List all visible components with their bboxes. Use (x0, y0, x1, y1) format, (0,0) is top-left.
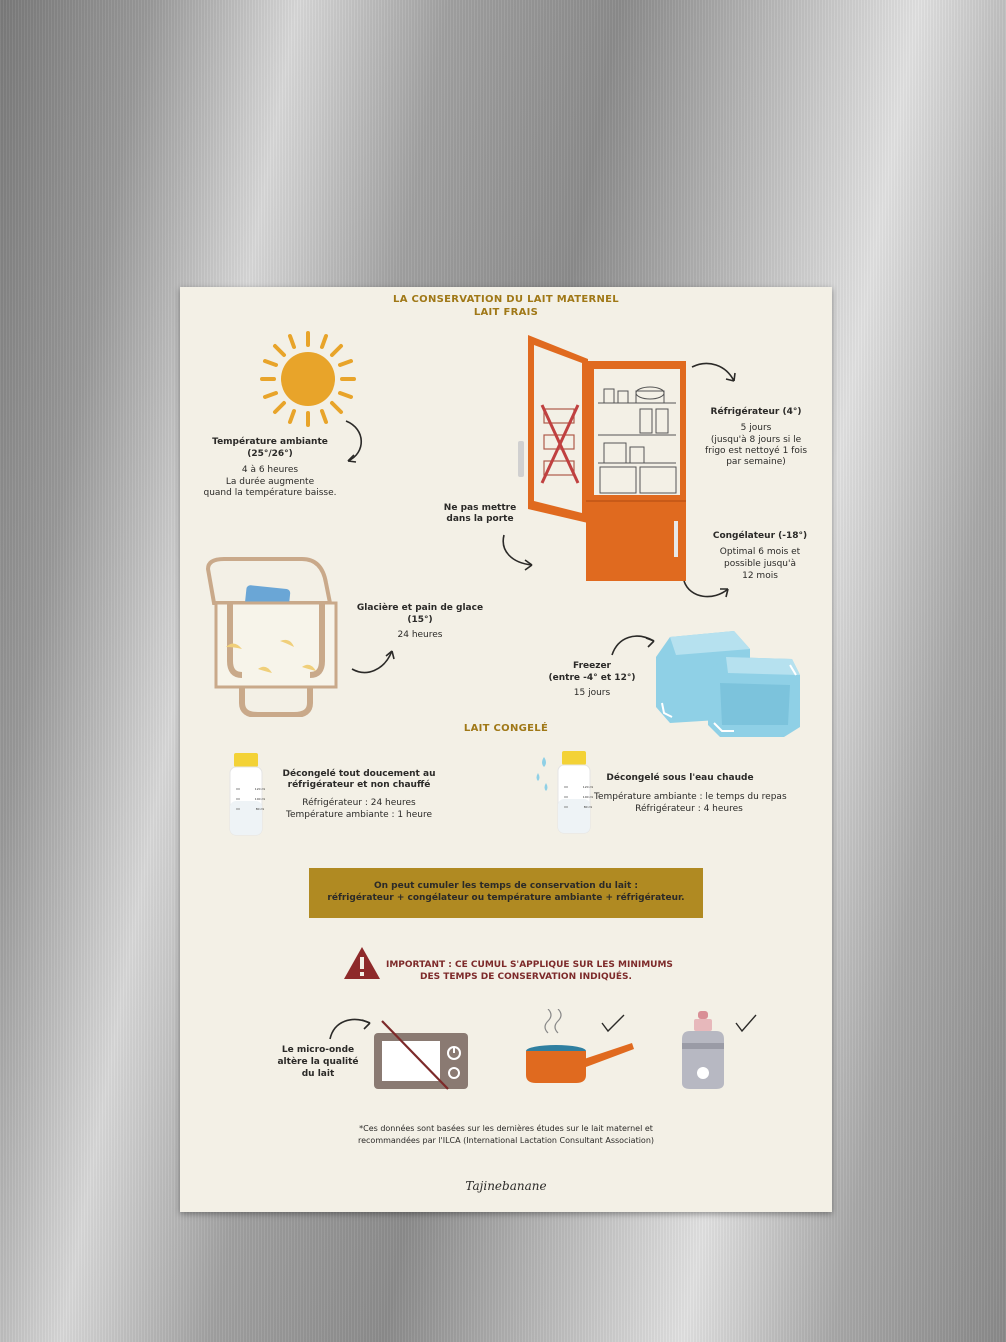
microwave-note-3: du lait (301, 1069, 335, 1079)
footnote-line-2: recommandées par l'ILCA (International L… (357, 1136, 655, 1145)
milk-bottle-icon (229, 753, 263, 836)
deep-freezer-title: Congélateur (-18°) (712, 531, 808, 541)
bottle-mark-120-right: 120 ml (582, 785, 594, 789)
microwave-note-2: altère la qualité (277, 1057, 359, 1067)
poster-title: LA CONSERVATION DU LAIT MATERNEL (393, 294, 619, 305)
curved-arrow-icon (691, 362, 736, 382)
fridge-note-2: frigo est nettoyé 1 fois (704, 446, 808, 456)
banner-line-2: réfrigérateur + congélateur ou températu… (327, 893, 685, 903)
footnote-line-1: *Ces données sont basées sur les dernièr… (359, 1124, 653, 1133)
deep-freezer-note-2: possible jusqu'à (723, 559, 796, 569)
cooler-duration: 24 heures (397, 630, 443, 640)
frozen-heading: LAIT CONGELÉ (463, 723, 549, 734)
frozen-left-title-2: réfrigérateur et non chauffé (287, 780, 431, 790)
bottle-mark-80-right: 80 ml (583, 805, 593, 809)
milk-bottle-icon (536, 751, 591, 834)
curved-arrow-icon (611, 635, 655, 656)
frozen-right-title: Décongelé sous l'eau chaude (606, 773, 754, 783)
cooler-temp: (15°) (407, 615, 433, 625)
frozen-left-line-1: Réfrigérateur : 24 heures (302, 798, 416, 808)
curved-arrow-icon (345, 420, 362, 463)
curved-arrow-icon (683, 580, 729, 598)
fridge-duration: 5 jours (740, 423, 772, 433)
cooler-bag-icon (205, 557, 338, 717)
freezer-duration: 15 jours (573, 688, 611, 698)
brand-logo: Tajinebanane (465, 1179, 547, 1193)
freezer-temp: (entre -4° et 12°) (548, 673, 636, 683)
cooler-title: Glacière et pain de glace (356, 603, 484, 613)
deep-freezer-note-3: 12 mois (742, 571, 778, 581)
bottle-warmer-icon (682, 1011, 757, 1089)
important-line-2: DES TEMPS DE CONSERVATION INDIQUÉS. (420, 972, 632, 982)
frozen-left-title-1: Décongelé tout doucement au (282, 769, 436, 779)
fridge-note-3: par semaine) (726, 457, 786, 467)
sun-icon (260, 331, 356, 427)
ambient-note-2: quand la température baisse. (203, 488, 337, 498)
bottle-mark-80: 80 ml (255, 807, 265, 811)
poster-subtitle: LAIT FRAIS (473, 307, 539, 318)
fridge-note-1: (jusqu'à 8 jours si le (710, 435, 802, 445)
bottle-mark-120: 120 ml (254, 787, 266, 791)
bottle-mark-100-right: 100 ml (582, 795, 594, 799)
ambient-duration: 4 à 6 heures (241, 465, 299, 475)
deep-freezer-note-1: Optimal 6 mois et (719, 547, 801, 557)
freezer-title: Freezer (573, 661, 611, 671)
curved-arrow-icon (351, 650, 395, 674)
important-line-1: IMPORTANT : CE CUMUL S'APPLIQUE SUR LES … (386, 960, 673, 970)
bottle-mark-100: 100 ml (254, 797, 266, 801)
ice-cubes-icon (656, 631, 800, 737)
banner-line-1: On peut cumuler les temps de conservatio… (373, 881, 639, 891)
cumulation-banner: On peut cumuler les temps de conservatio… (309, 868, 703, 918)
door-warning-1: Ne pas mettre (443, 503, 517, 513)
frozen-right-line-2: Réfrigérateur : 4 heures (635, 804, 743, 814)
frozen-right-line-1: Température ambiante : le temps du repas (594, 792, 787, 802)
warning-icon (344, 947, 380, 979)
saucepan-icon (526, 1009, 634, 1083)
microwave-note-1: Le micro-onde (281, 1045, 355, 1055)
fridge-icon (518, 335, 686, 581)
door-warning-2: dans la porte (446, 514, 514, 524)
microwave-icon (374, 1020, 468, 1090)
frozen-left-line-2: Température ambiante : 1 heure (286, 810, 432, 820)
poster-sheet: LA CONSERVATION DU LAIT MATERNEL LAIT FR… (180, 287, 832, 1212)
ambient-temp: (25°/26°) (247, 449, 293, 459)
ambient-title: Température ambiante (212, 437, 328, 447)
curved-arrow-icon (502, 534, 533, 571)
fridge-title: Réfrigérateur (4°) (710, 407, 802, 417)
ambient-note-1: La durée augmente (225, 477, 315, 487)
curved-arrow-icon (329, 1018, 371, 1040)
